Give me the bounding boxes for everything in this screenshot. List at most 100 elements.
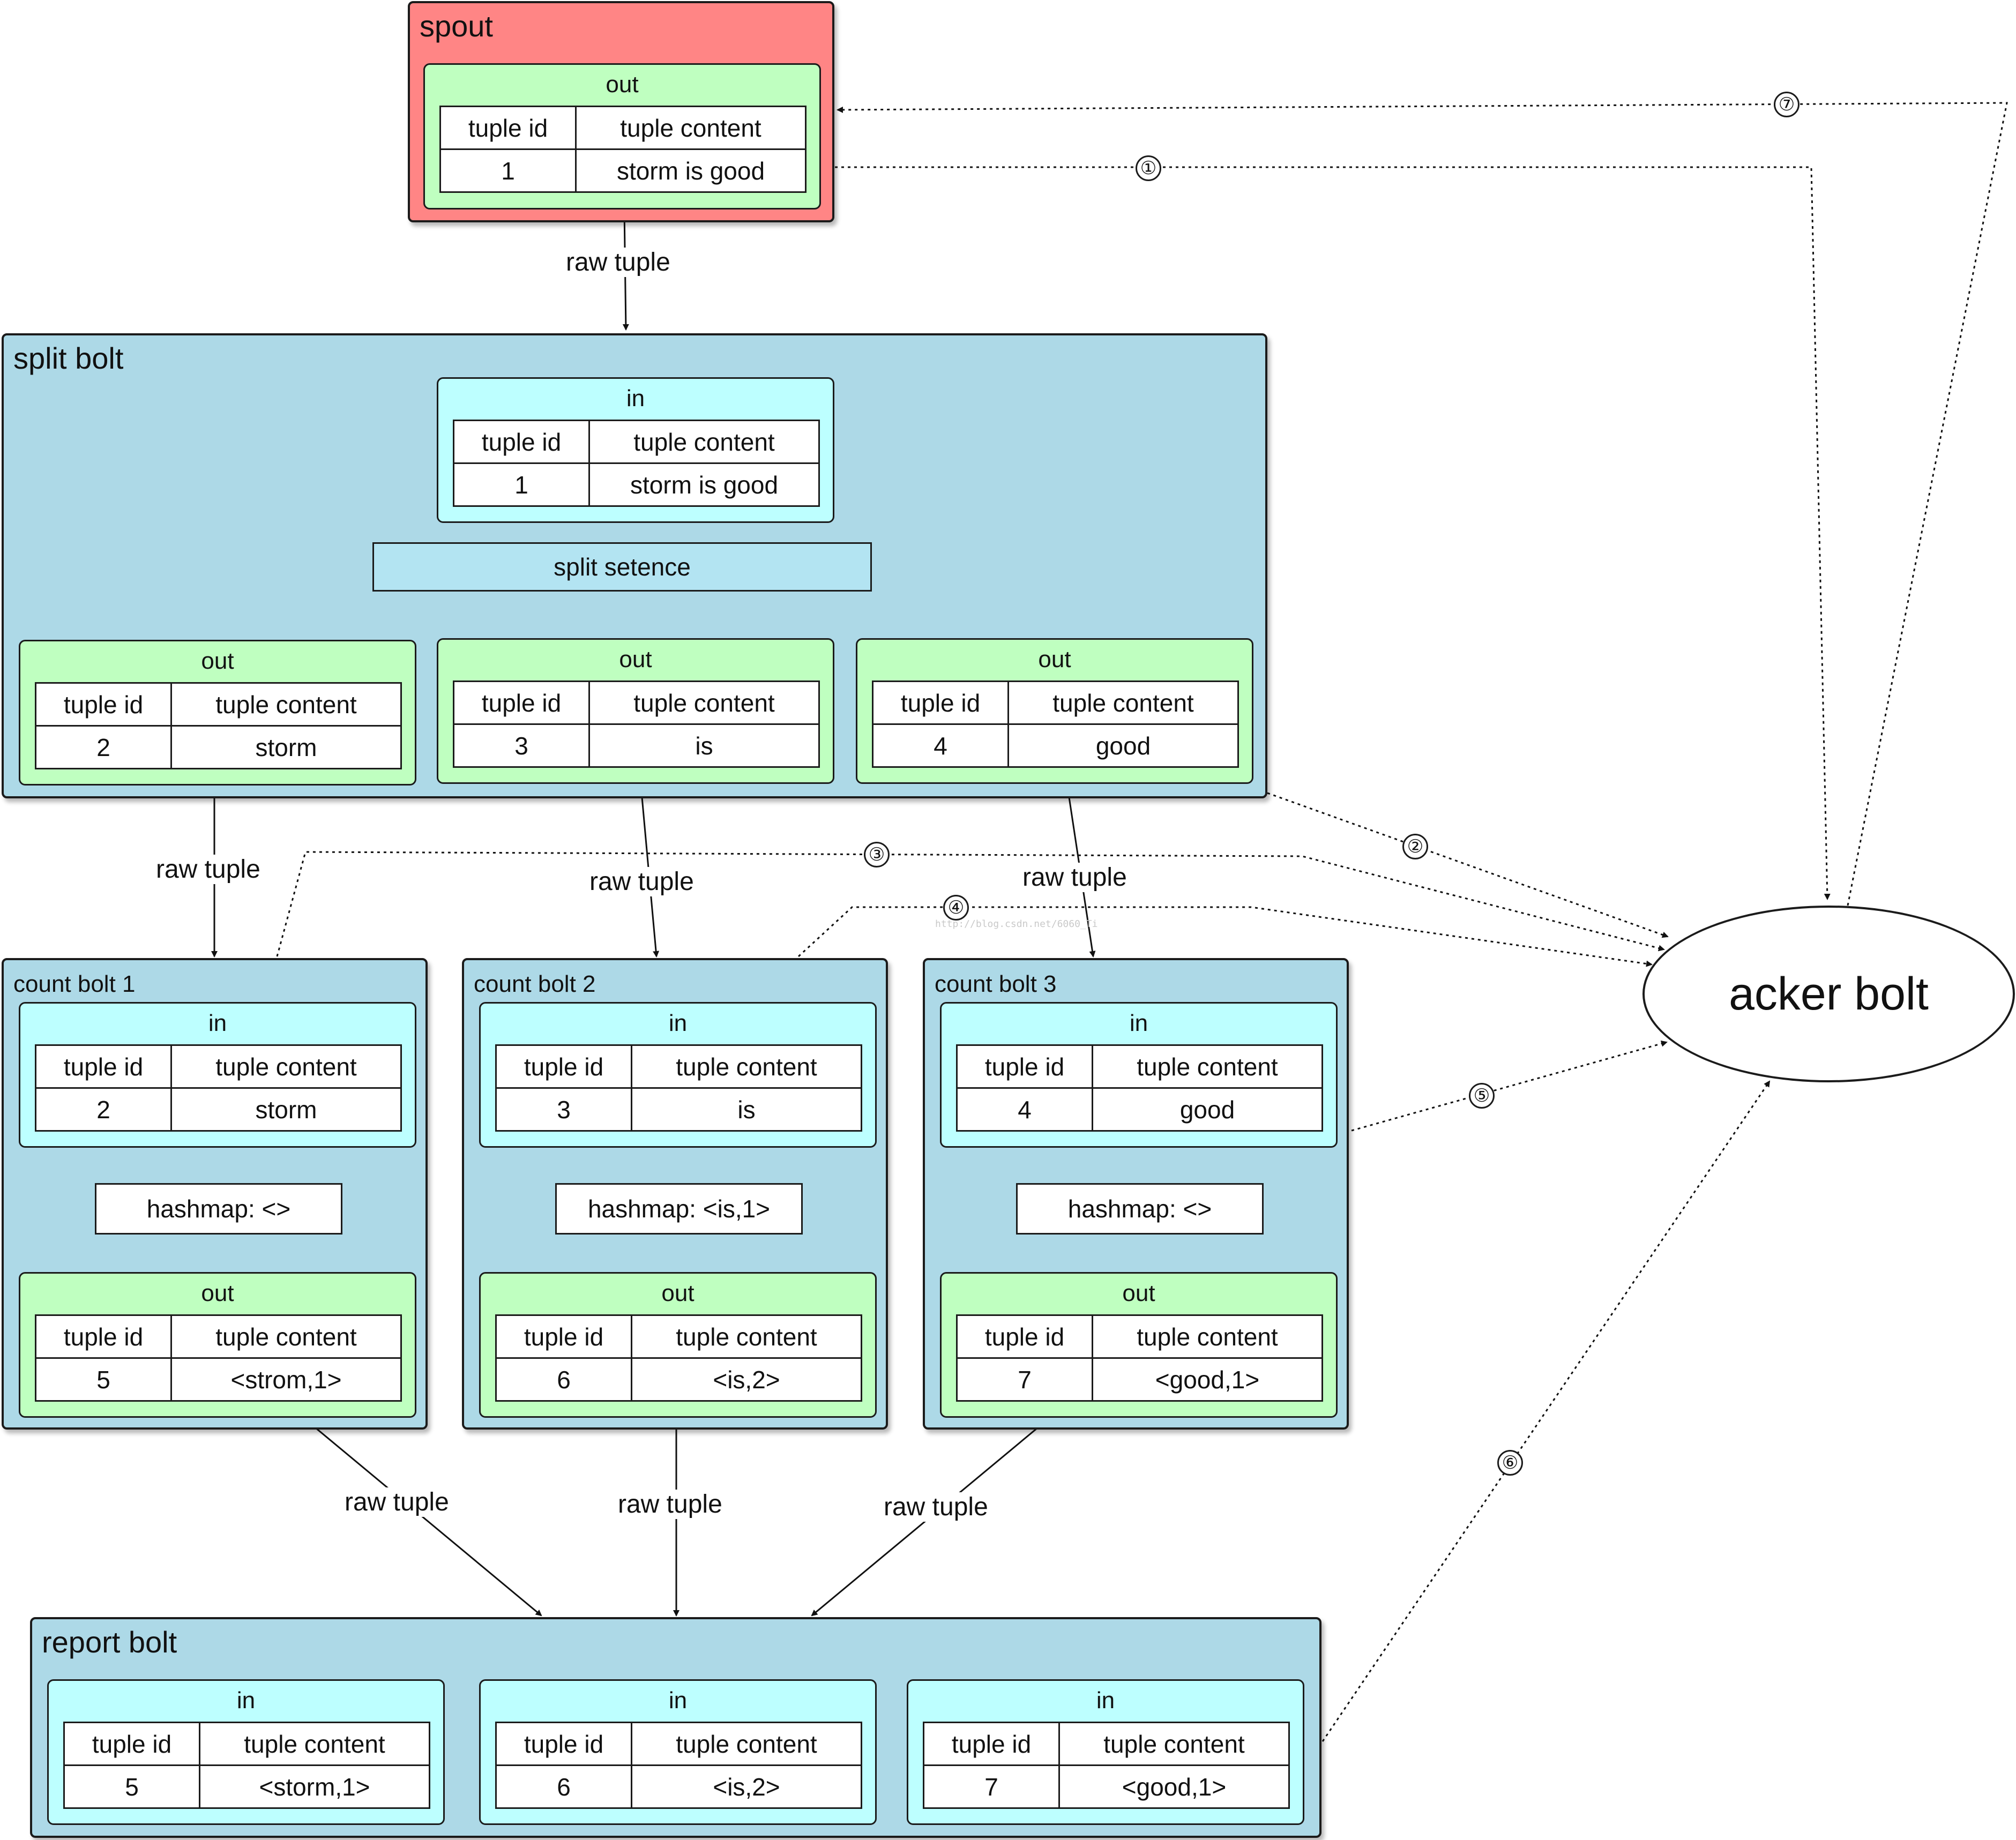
count-bolt-1-hashmap: hashmap: <>	[95, 1183, 342, 1235]
col-header-tuple-content: tuple content	[1058, 1722, 1290, 1766]
table-row: 7<good,1>	[923, 1764, 1290, 1809]
step-marker-6: ⑥	[1497, 1450, 1523, 1476]
tuple-id-cell: 3	[495, 1087, 632, 1132]
spout-out-title: out	[606, 71, 639, 98]
report-in-title: in	[668, 1687, 688, 1714]
tuple-id-cell: 1	[453, 462, 590, 507]
raw-tuple-label: raw tuple	[341, 1487, 452, 1517]
col-header-tuple-content: tuple content	[575, 106, 807, 150]
tuple-id-cell: 4	[872, 723, 1009, 768]
count-bolt-2-title: count bolt 2	[474, 971, 596, 997]
col-header-tuple-id: tuple id	[63, 1722, 200, 1766]
report-in-title: in	[1096, 1687, 1115, 1714]
table-row: 5<strom,1>	[35, 1357, 402, 1402]
col-header-tuple-id: tuple id	[956, 1314, 1093, 1359]
ack-path-3	[276, 851, 1665, 957]
tuple-content-cell: storm is good	[575, 148, 807, 193]
ack-path-4	[797, 906, 1653, 967]
acker-bolt[interactable]: acker bolt	[1642, 906, 2015, 1082]
col-header-tuple-id: tuple id	[35, 1314, 172, 1359]
step-marker-4: ④	[943, 895, 969, 921]
tuple-content-cell: storm	[170, 725, 402, 769]
count-bolt-1-title: count bolt 1	[13, 971, 136, 997]
count-in-title: in	[668, 1010, 688, 1036]
count-bolt-3-title: count bolt 3	[935, 971, 1057, 997]
col-header-tuple-id: tuple id	[439, 106, 577, 150]
tuple-id-cell: 6	[495, 1357, 632, 1402]
ack-path-5	[1351, 1040, 1668, 1132]
col-header-tuple-id: tuple id	[956, 1044, 1093, 1089]
tuple-id-cell: 5	[63, 1764, 200, 1809]
report-in-title: in	[236, 1687, 256, 1714]
tuple-id-cell: 7	[956, 1357, 1093, 1402]
raw-tuple-label: raw tuple	[586, 867, 697, 896]
col-header-tuple-content: tuple content	[1007, 680, 1239, 725]
tuple-id-cell: 4	[956, 1087, 1093, 1132]
col-header-tuple-id: tuple id	[923, 1722, 1060, 1766]
step-marker-5: ⑤	[1469, 1083, 1495, 1109]
col-header-tuple-content: tuple content	[1092, 1314, 1323, 1359]
ack-path-7	[837, 102, 2008, 906]
tuple-content-cell: <is,2>	[631, 1764, 862, 1809]
step-marker-7: ⑦	[1774, 92, 1800, 117]
split-bolt-title: split bolt	[13, 341, 124, 375]
tuple-id-cell: 7	[923, 1764, 1060, 1809]
col-header-tuple-content: tuple content	[588, 680, 820, 725]
raw-tuple-label: raw tuple	[1019, 863, 1130, 892]
raw-tuple-label: raw tuple	[880, 1492, 991, 1522]
tuple-content-cell: storm is good	[588, 462, 820, 507]
tuple-id-cell: 1	[439, 148, 577, 193]
tuple-content-cell: good	[1007, 723, 1239, 768]
table-row: 7<good,1>	[956, 1357, 1323, 1402]
step-marker-2: ②	[1402, 834, 1428, 859]
count-in-title: in	[208, 1010, 227, 1036]
ack-path-6	[1321, 1080, 1771, 1742]
tuple-content-cell: storm	[170, 1087, 402, 1132]
tuple-content-cell: <strom,1>	[170, 1357, 402, 1402]
report-bolt-title: report bolt	[42, 1625, 177, 1659]
col-header-tuple-id: tuple id	[35, 1044, 172, 1089]
raw-tuple-label: raw tuple	[153, 855, 264, 884]
col-header-tuple-id: tuple id	[872, 680, 1009, 725]
col-header-tuple-content: tuple content	[631, 1044, 862, 1089]
col-header-tuple-id: tuple id	[495, 1722, 632, 1766]
tuple-content-cell: <is,2>	[631, 1357, 862, 1402]
col-header-tuple-content: tuple content	[170, 1314, 402, 1359]
ack-path-2	[1267, 792, 1669, 938]
col-header-tuple-content: tuple content	[170, 682, 402, 727]
col-header-tuple-content: tuple content	[631, 1722, 862, 1766]
tuple-id-cell: 6	[495, 1764, 632, 1809]
tuple-id-cell: 3	[453, 723, 590, 768]
